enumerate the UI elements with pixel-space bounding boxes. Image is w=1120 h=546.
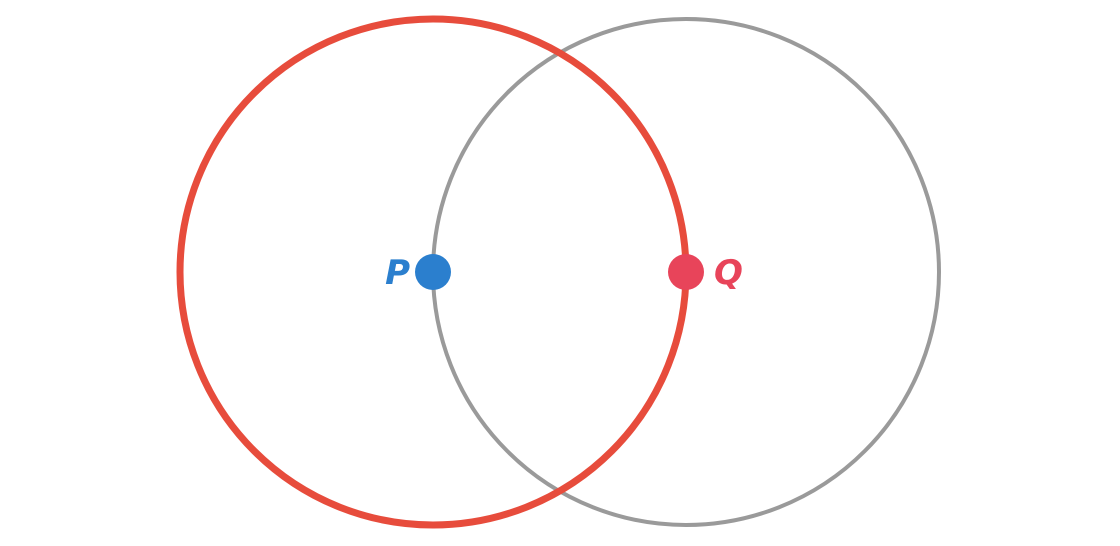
point-p-dot bbox=[415, 254, 451, 290]
point-q-dot bbox=[668, 254, 704, 290]
point-q-label: Q bbox=[714, 253, 743, 293]
point-p-label: P bbox=[385, 253, 410, 293]
